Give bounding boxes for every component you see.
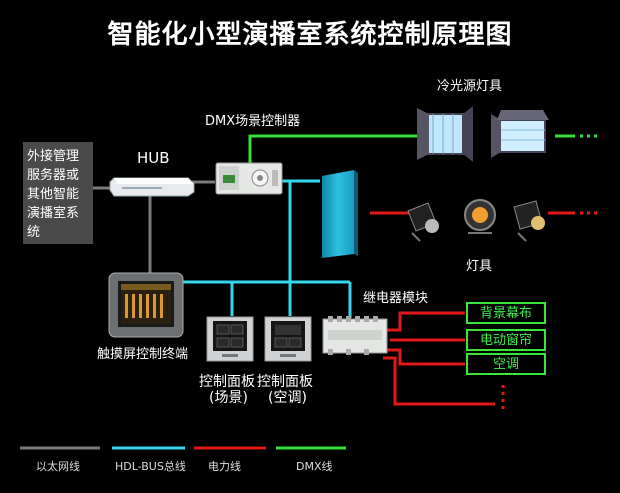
page-title: 智能化小型演播室系统控制原理图 [107,20,513,50]
legend-dmx: DMX线 [296,460,333,473]
stage-lamp-3 [513,200,545,242]
external-server-box: 外接管理 服务器或 其他智能 演播室系 统 [23,142,93,244]
power-out-1 [383,311,465,332]
touchscreen-label: 触摸屏控制终端 [97,347,189,362]
hub-device [109,177,195,197]
dmx-controller-label: DMX场景控制器 [205,114,301,129]
panel-ac-label-line1: 控制面板 [257,374,313,390]
lamps-label: 灯具 [466,259,493,274]
control-panel-ac [264,316,312,362]
cold-light-fixtures [417,106,549,162]
cold-light-fixture-2 [491,110,549,158]
stage-lamp-2 [464,199,496,234]
cold-light-label: 冷光源灯具 [437,79,503,94]
dmx-controller-device [215,162,283,195]
hub-label: HUB [137,149,170,167]
relay-output-ac: 空调 [466,353,546,375]
external-box-line: 外接管理 [27,149,80,164]
control-panel-scene [206,316,254,362]
legend-power: 电力线 [208,460,241,473]
cold-light-fixture-1 [417,106,473,162]
glass-panel-device [322,170,358,258]
panel-scene-label-line1: 控制面板 [199,374,255,390]
stage-lamp-1 [407,202,439,242]
bus-touch [182,280,234,316]
external-box-line: 服务器或 [27,168,80,183]
touchscreen-device [108,272,184,338]
legend-ethernet: 以太网线 [36,460,80,473]
external-box-line: 其他智能 [27,187,80,202]
dmx-to-cold-light [248,134,420,165]
power-out-3 [383,348,465,366]
relay-label: 继电器模块 [363,291,429,306]
stage-lamps [407,199,545,242]
panel-ac-label-line2: (空调) [268,390,307,406]
panel-scene-label-line2: (场景) [209,390,248,406]
relay-output-curtain: 电动窗帘 [466,329,546,351]
power-out-4 [383,356,495,406]
external-box-line: 演播室系 [27,206,80,221]
relay-module-device [322,316,388,355]
legend-bus: HDL-BUS总线 [115,460,186,473]
relay-output-backdrop: 背景幕布 [466,302,546,324]
external-box-line: 统 [27,225,41,240]
